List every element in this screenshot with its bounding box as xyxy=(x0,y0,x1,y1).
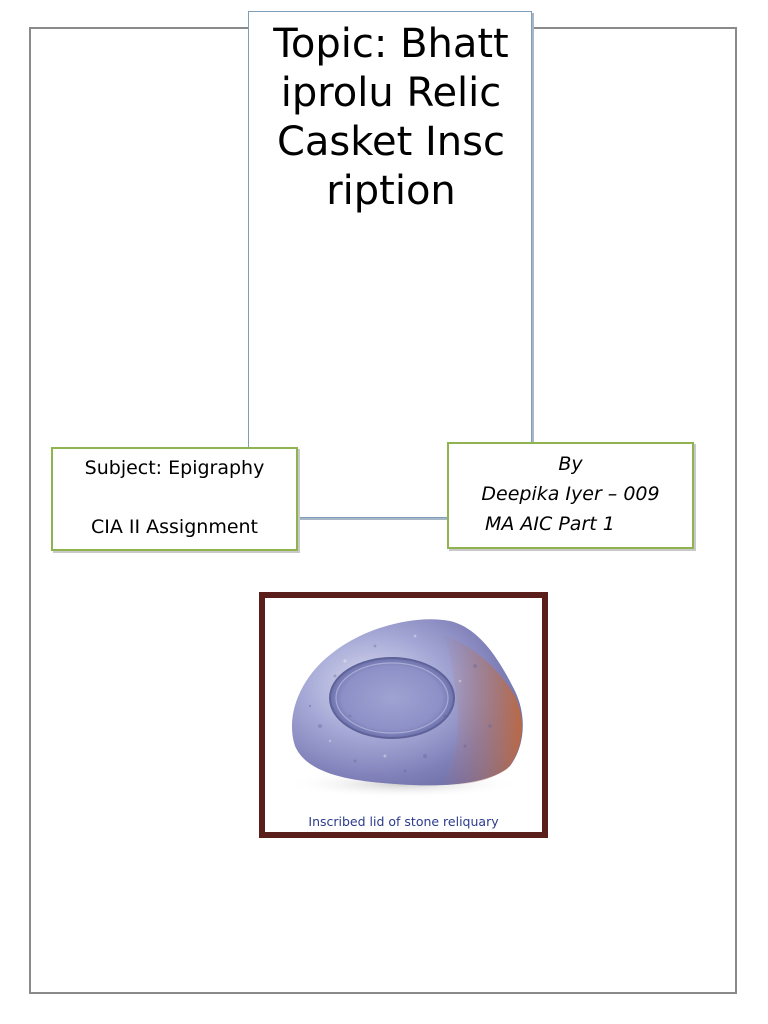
author-name: Deepika Iyer – 009 xyxy=(481,483,660,505)
assignment-label: CIA II Assignment xyxy=(90,516,259,538)
figure-caption: Inscribed lid of stone reliquary xyxy=(308,814,499,829)
by-label: By xyxy=(558,453,583,475)
title-box: Topic: Bhattiprolu Relic Casket Inscript… xyxy=(248,11,532,518)
author-box: By Deepika Iyer – 009 MA AIC Part 1 xyxy=(447,442,694,549)
subject-label: Subject: Epigraphy xyxy=(84,457,265,479)
figure-frame: Inscribed lid of stone reliquary xyxy=(259,592,548,838)
document-title: Topic: Bhattiprolu Relic Casket Inscript… xyxy=(273,21,509,214)
course-label: MA AIC Part 1 xyxy=(485,513,615,535)
stone-reliquary-lid-image xyxy=(285,619,523,798)
subject-box: Subject: Epigraphy CIA II Assignment xyxy=(51,447,298,551)
